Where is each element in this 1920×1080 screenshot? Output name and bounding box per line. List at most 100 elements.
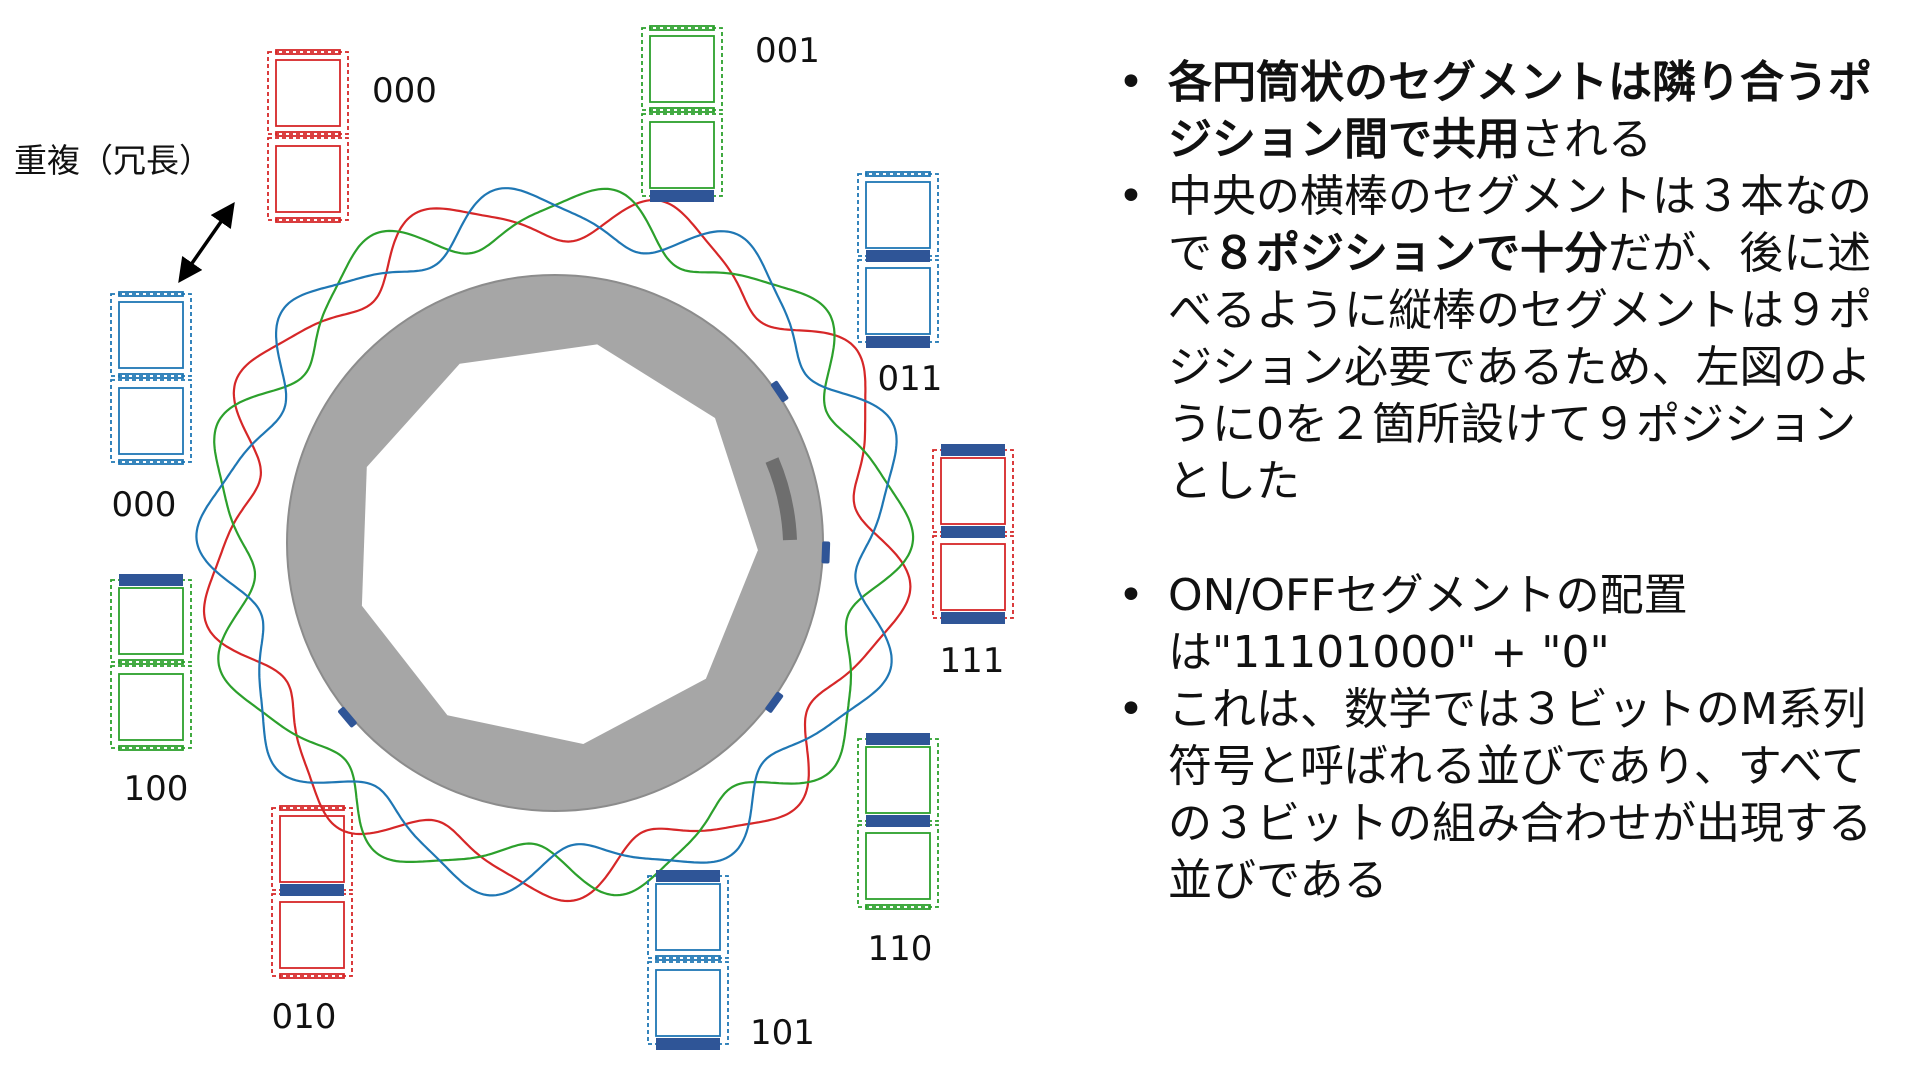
segment-cell-inner [940, 457, 1006, 525]
shared-segment-wave [202, 198, 912, 903]
segment-position-5: 101 [647, 870, 815, 1053]
segment-cell-outline [271, 807, 353, 891]
wheel [286, 274, 831, 812]
segment-cell-inner [279, 901, 345, 969]
segment-cell-outline [271, 893, 353, 977]
segment-bar-on [119, 574, 183, 586]
position-label: 100 [124, 769, 189, 809]
segment-cell-outline [641, 27, 723, 111]
segment-cell-outline [932, 535, 1014, 619]
segment-cell-inner [865, 746, 931, 814]
note-bullet-1: 各円筒状のセグメントは隣り合うポジション間で共用される [1118, 54, 1898, 168]
position-label: 000 [112, 485, 177, 525]
segment-bar-off [865, 904, 931, 910]
segment-cell-outline [857, 173, 939, 257]
segment-bar-off [279, 805, 345, 811]
segment-position-3: 111 [932, 444, 1014, 681]
segment-bar-off [655, 955, 721, 961]
wheel-tab-1 [821, 541, 831, 564]
wheel-highlight [765, 457, 797, 541]
segment-cell-outline [857, 259, 939, 343]
redundancy-label: 重複（冗長） [14, 141, 212, 180]
segment-bar-off [275, 49, 341, 55]
shared-segment-wave [213, 187, 915, 897]
segment-bar-off [275, 217, 341, 223]
segment-cell-inner [940, 543, 1006, 611]
segment-cell-outline [647, 875, 729, 959]
segment-cell-inner [649, 121, 715, 189]
wheel-tab-0 [770, 380, 789, 403]
position-label: 011 [878, 359, 943, 399]
wheel-tabs [338, 380, 831, 728]
redundancy-arrow [178, 201, 235, 284]
redundancy-annotation: 重複（冗長） [14, 141, 235, 284]
segment-bar-off [118, 459, 184, 465]
segment-cell-outline [267, 51, 349, 135]
segment-bar-on [866, 250, 930, 262]
segment-bar-off [118, 745, 184, 751]
explanation-notes: 各円筒状のセグメントは隣り合うポジション間で共用される 中央の横棒のセグメントは… [1118, 54, 1898, 909]
segment-position-6: 010 [271, 805, 353, 1037]
segment-cell-outline [857, 738, 939, 822]
segment-bar-on [941, 444, 1005, 456]
segment-position-2: 011 [857, 171, 943, 399]
note-bullet-4: これは、数学では３ビットのM系列符号と呼ばれる並びであり、すべての３ビットの組み… [1118, 681, 1898, 909]
segment-cell-outline [110, 665, 192, 749]
position-label: 001 [755, 31, 820, 71]
segment-bar-on [866, 815, 930, 827]
segment-position-8: 000 [110, 291, 192, 525]
segment-cell-outline [110, 293, 192, 377]
shared-segment-waves [195, 187, 915, 903]
position-label: 110 [868, 929, 933, 969]
segment-bar-off [649, 25, 715, 31]
segment-bar-off [118, 373, 184, 379]
segment-cell-outline [267, 137, 349, 221]
segment-bar-off [649, 107, 715, 113]
note-spacer [1118, 510, 1898, 567]
segment-cell-inner [275, 59, 341, 127]
segment-cell-inner [118, 673, 184, 741]
segment-bar-off [118, 659, 184, 665]
segment-cell-outline [647, 961, 729, 1045]
segment-bar-on [280, 884, 344, 896]
position-label: 111 [940, 641, 1005, 681]
segment-cell-inner [865, 832, 931, 900]
note-bullet-2: 中央の横棒のセグメントは３本なので８ポジションで十分だが、後に述べるように縦棒の… [1118, 168, 1898, 510]
segment-bar-on [941, 526, 1005, 538]
segment-bar-off [275, 131, 341, 137]
segment-wheel-diagram: 000 001 011 111 110 101 010 100 000 重複（冗長） [14, 25, 1014, 1053]
segment-bar-off [118, 291, 184, 297]
segment-cell-inner [865, 267, 931, 335]
segment-cell-inner [279, 815, 345, 883]
wheel-nonagon-hole [361, 344, 758, 744]
segment-bar-off [865, 171, 931, 177]
position-label: 000 [372, 71, 437, 111]
wheel-tab-3 [338, 707, 357, 728]
wheel-tab-2 [765, 691, 784, 713]
segment-cell-inner [118, 301, 184, 369]
segment-cell-outline [932, 449, 1014, 533]
segment-position-4: 110 [857, 733, 939, 969]
segment-bar-on [866, 336, 930, 348]
segment-bar-on [656, 1038, 720, 1050]
segment-bar-on [656, 870, 720, 882]
segment-cell-inner [655, 969, 721, 1037]
segment-bar-on [650, 190, 714, 202]
segment-cell-inner [118, 387, 184, 455]
segment-bar-on [866, 733, 930, 745]
segment-cell-inner [118, 587, 184, 655]
segment-cell-inner [655, 883, 721, 951]
segment-cell-inner [865, 181, 931, 249]
segment-cell-outline [857, 824, 939, 908]
segment-position-7: 100 [110, 574, 192, 809]
note-bullet-3: ON/OFFセグメントの配置は"11101000" + "0" [1118, 567, 1898, 681]
segment-cell-outline [110, 579, 192, 663]
shared-segment-wave [195, 187, 898, 897]
segment-cell-outline [641, 113, 723, 197]
segment-position-0: 000 [267, 49, 437, 223]
segment-cell-inner [275, 145, 341, 213]
segment-cell-inner [649, 35, 715, 103]
segment-bar-on [941, 612, 1005, 624]
segment-positions: 000 001 011 111 110 101 010 100 000 [110, 25, 1014, 1053]
segment-position-1: 001 [641, 25, 820, 202]
